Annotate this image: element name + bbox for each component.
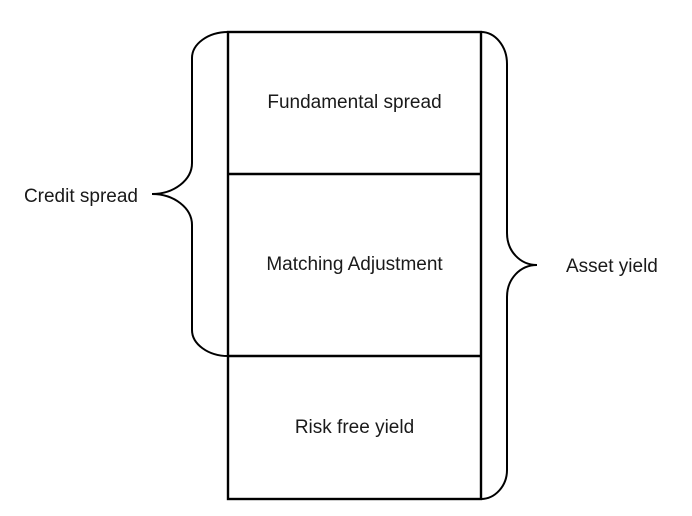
segment-label-matching-adjustment: Matching Adjustment — [266, 254, 443, 275]
left-brace — [151, 31, 229, 357]
right-brace — [480, 31, 538, 500]
segment-label-risk-free-yield: Risk free yield — [294, 416, 415, 438]
right-brace-label-asset-yield: Asset yield — [566, 256, 658, 277]
stacked-box-outline — [226, 30, 483, 501]
left-brace-label-credit-spread: Credit spread — [23, 186, 138, 207]
segment-label-fundamental-spread: Fundamental spread — [267, 92, 442, 113]
